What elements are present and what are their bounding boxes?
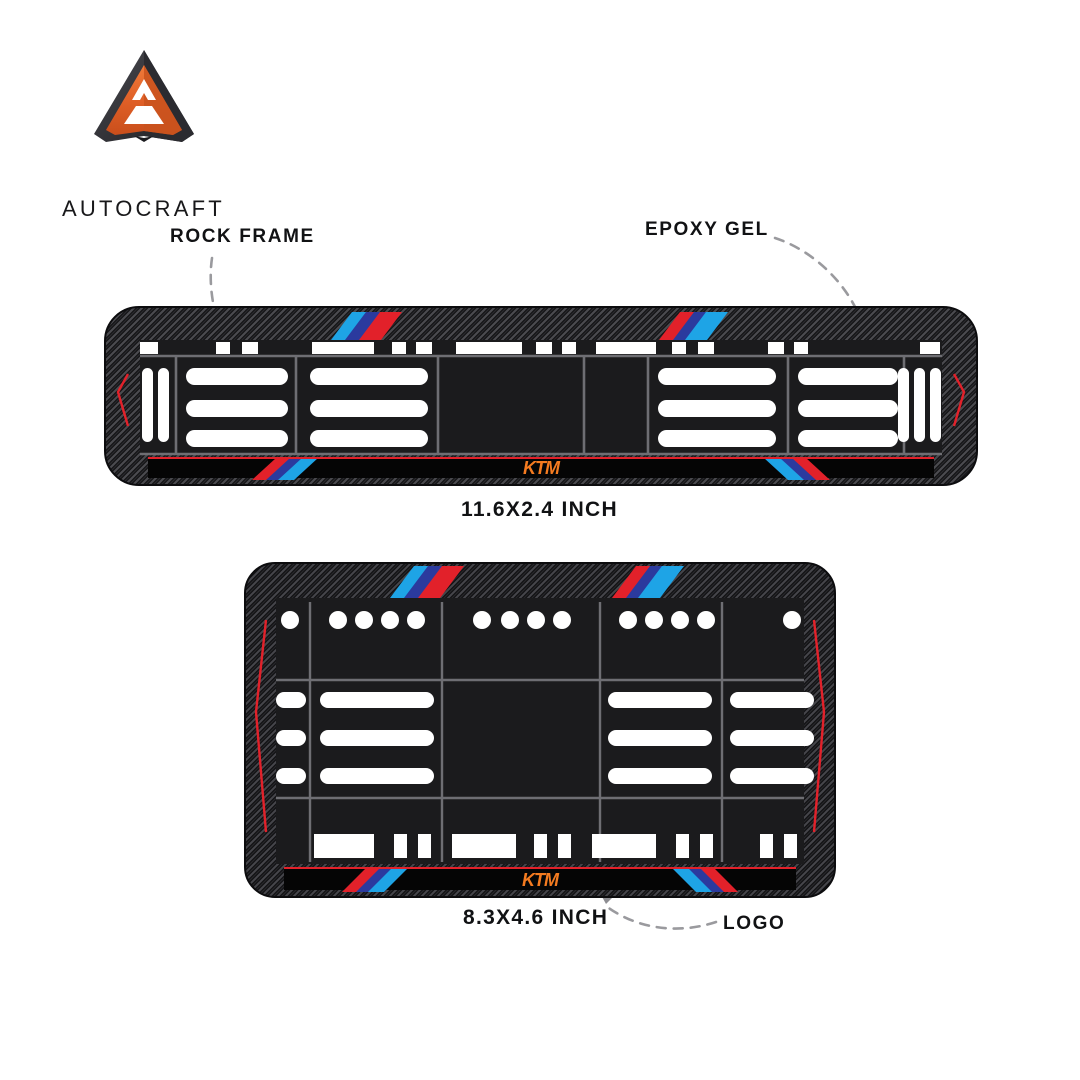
vent-slots-horizontal-group-4: [798, 368, 898, 447]
product-short-plate-frame[interactable]: KTM: [244, 562, 836, 898]
m-stripe-top-left-short: [390, 566, 464, 598]
center-blank-panel-long: [448, 358, 576, 452]
m-stripe-top-right-short: [612, 566, 684, 598]
center-blank-panel-short: [450, 684, 594, 796]
vent-slots-group-c-short: [730, 692, 814, 784]
dot-row-short: [281, 611, 801, 629]
bottom-slot-row-short: [314, 834, 797, 858]
callout-label-logo: LOGO: [723, 913, 786, 934]
m-stripe-top-left: [328, 312, 402, 344]
m-stripe-top-right: [656, 312, 728, 344]
callout-label-epoxy-gel: EPOXY GEL: [645, 219, 769, 240]
vent-slots-left-short: [276, 692, 306, 784]
brand-name: AUTOCRAFT: [62, 196, 225, 221]
bottom-bar-long: [148, 458, 934, 478]
panel-dividers-short: [276, 602, 804, 862]
ktm-logo-text-short: KTM: [522, 870, 560, 890]
vent-slots-right-vertical: [898, 368, 941, 442]
m-stripe-bottom-right-long: [764, 458, 830, 480]
callout-label-rock-frame: ROCK FRAME: [170, 226, 315, 247]
product-long-plate-frame[interactable]: KTM: [104, 306, 978, 486]
dimension-label-short-plate: 8.3X4.6 INCH: [463, 906, 609, 929]
m-stripe-bottom-right-short: [672, 868, 738, 892]
vent-slots-horizontal-group-3: [658, 368, 776, 447]
leader-line-logo: [604, 904, 718, 930]
dimension-label-long-plate: 11.6X2.4 INCH: [461, 498, 618, 521]
vent-slots-group-b-short: [608, 692, 712, 784]
accent-outline-right-short: [812, 619, 826, 833]
ktm-logo-text-long: KTM: [523, 458, 561, 478]
vent-slots-horizontal-group-1: [186, 368, 288, 447]
top-slot-row-long: [140, 342, 940, 354]
brand-logo-block: AUTOCRAFT: [62, 48, 272, 221]
accent-outline-left: [116, 373, 130, 427]
bottom-bar-short: [284, 868, 796, 890]
vent-slots-horizontal-group-2: [310, 368, 428, 447]
accent-outline-right: [952, 373, 966, 427]
m-stripe-bottom-left-long: [252, 458, 318, 480]
autocraft-triangle-logo-icon: [90, 48, 198, 146]
accent-outline-left-short: [254, 619, 268, 833]
vent-slots-group-a-short: [320, 692, 434, 784]
m-stripe-bottom-left-short: [342, 868, 408, 892]
vent-slots-left-vertical: [142, 368, 169, 442]
